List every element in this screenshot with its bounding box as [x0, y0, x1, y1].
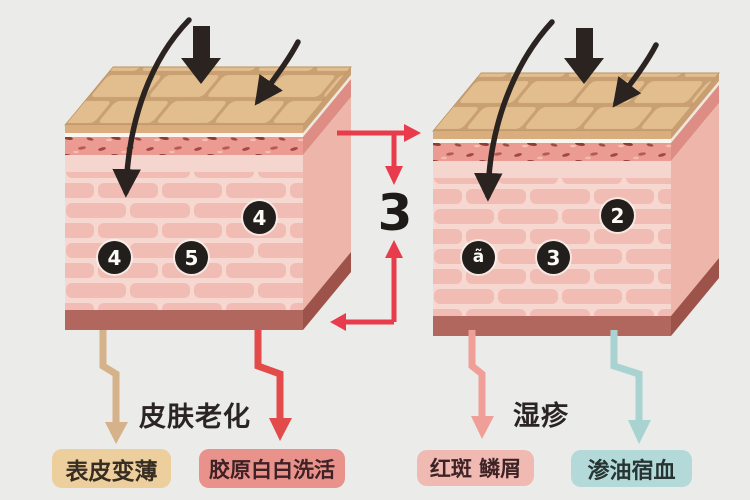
layer-badge: 3	[537, 241, 570, 274]
connector-label: 3	[377, 184, 413, 242]
layer-badge: 4	[243, 201, 276, 234]
curved-arrow-icon	[474, 19, 555, 202]
skin-block-eczema	[432, 72, 720, 337]
right-section-title: 湿疹	[513, 401, 569, 432]
callout-arrow-epidermis	[99, 330, 128, 444]
callout-epidermis-thinning: 表皮变薄	[52, 449, 171, 488]
callout-collagen-loss: 胶原白白洗活	[199, 449, 345, 488]
callout-arrow-collagen	[254, 330, 292, 441]
curved-arrow-icon	[112, 17, 192, 198]
penetration-arrows-left	[112, 17, 301, 198]
layer-badge: 5	[175, 241, 208, 274]
callout-arrow-oozing	[610, 330, 651, 444]
down-arrow-icon	[564, 28, 604, 84]
down-arrow-icon	[181, 26, 221, 84]
callout-erythema-scales: 红斑 鳞屑	[417, 450, 534, 486]
left-section-title: 皮肤老化	[139, 402, 251, 433]
curved-arrow-small-icon	[254, 39, 301, 106]
callout-oozing: 渗油宿血	[571, 450, 692, 487]
callout-arrow-erythema	[468, 330, 494, 439]
layer-badge: ã	[462, 241, 495, 274]
curved-arrow-small-icon	[612, 42, 659, 108]
skin-block-aging	[64, 66, 352, 331]
layer-span-connector	[330, 124, 421, 331]
layer-badge: 2	[601, 199, 634, 232]
penetration-arrows-right	[474, 19, 659, 202]
layer-badge: 4	[98, 241, 131, 274]
